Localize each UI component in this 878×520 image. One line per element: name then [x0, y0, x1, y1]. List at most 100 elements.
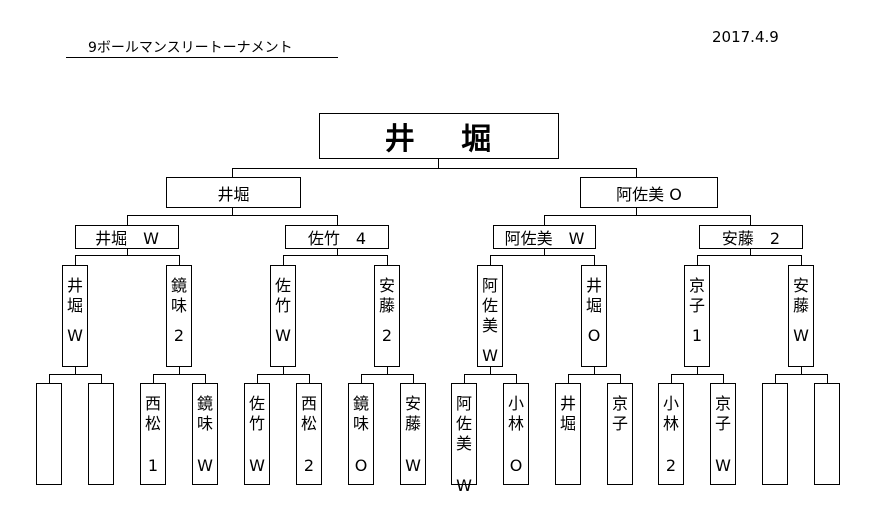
player-name-char: 味 [170, 296, 187, 315]
quarter-label: 井堀 W [95, 229, 159, 248]
round2-entry-2: 鏡味 2 [166, 265, 192, 367]
player-name-char: 竹 [248, 414, 265, 433]
match-result: W [275, 326, 291, 345]
player-name-char: 味 [352, 414, 369, 433]
player-name-char: 安 [378, 276, 395, 295]
match-result: O [587, 326, 601, 345]
tournament-date: 2017.4.9 [712, 28, 779, 46]
round1-entry-5: 佐竹 W [244, 383, 270, 485]
player-name-char: 京 [688, 276, 705, 295]
semi-label: 井堀 [217, 184, 250, 204]
quarter-label: 安藤 2 [721, 229, 781, 248]
champion-name: 井 堀 [384, 122, 494, 157]
player-name-char: 西 [144, 394, 161, 413]
player-name-char: 井 [559, 394, 576, 413]
player-name-char: 佐 [248, 394, 265, 413]
round2-entry-4: 安藤 2 [374, 265, 400, 367]
player-name-char: 藤 [404, 414, 421, 433]
champion-box: 井 堀 [319, 113, 559, 159]
round2-entry-7: 京子 1 [684, 265, 710, 367]
player-name-char: 子 [611, 414, 628, 433]
player-name-char: 鏡 [170, 276, 187, 295]
player-name-char: 子 [688, 296, 705, 315]
player-name-char: 佐 [455, 414, 472, 433]
match-result: W [67, 326, 83, 345]
round1-entry-7: 鏡味 O [348, 383, 374, 485]
match-result: W [405, 456, 421, 475]
player-name-char: 堀 [66, 296, 83, 315]
match-result: W [456, 476, 472, 495]
player-name-char: 佐 [481, 296, 498, 315]
match-result: 2 [665, 456, 677, 475]
player-name-char: 安 [792, 276, 809, 295]
player-name-char: 林 [507, 414, 524, 433]
quarter-box-4: 安藤 2 [699, 225, 803, 249]
title-underline [66, 57, 338, 58]
match-result: 1 [147, 456, 159, 475]
quarter-label: 阿佐美 W [504, 229, 585, 248]
round1-entry-9: 阿佐美 W [451, 383, 477, 495]
player-name-char: 安 [404, 394, 421, 413]
match-result: 2 [173, 326, 185, 345]
round1-entry-13: 小林 2 [658, 383, 684, 485]
player-name-char: 藤 [792, 296, 809, 315]
player-name-char: 松 [300, 414, 317, 433]
match-result: W [249, 456, 265, 475]
quarter-box-2: 佐竹 4 [285, 225, 389, 249]
player-name-char: 林 [662, 414, 679, 433]
player-name-char: 堀 [559, 414, 576, 433]
player-name-char: 佐 [274, 276, 291, 295]
match-result: 2 [381, 326, 393, 345]
player-name-char: 子 [714, 414, 731, 433]
quarter-box-1: 井堀 W [75, 225, 179, 249]
player-name-char: 京 [714, 394, 731, 413]
tournament-title: 9ボールマンスリートーナメント [88, 40, 293, 56]
round1-entry-2 [88, 383, 114, 485]
player-name-char: 京 [611, 394, 628, 413]
player-name-char: 美 [481, 316, 498, 335]
round1-entry-16 [814, 383, 840, 485]
round1-entry-15 [762, 383, 788, 485]
round1-entry-10: 小林 O [503, 383, 529, 485]
player-name-char: 松 [144, 414, 161, 433]
player-name-char: 小 [662, 394, 679, 413]
quarter-box-3: 阿佐美 W [493, 225, 596, 249]
match-result: W [715, 456, 731, 475]
round1-entry-11: 井堀 [555, 383, 581, 485]
round1-entry-1 [36, 383, 62, 485]
round1-entry-12: 京子 [607, 383, 633, 485]
round1-entry-14: 京子 W [710, 383, 736, 485]
semi-box-right: 阿佐美 O [580, 177, 718, 208]
player-name-char: 鏡 [352, 394, 369, 413]
match-result: O [354, 456, 368, 475]
semi-label: 阿佐美 O [616, 184, 682, 204]
player-name-char: 阿 [455, 394, 472, 413]
player-name-char: 西 [300, 394, 317, 413]
match-result: W [197, 456, 213, 475]
player-name-char: 井 [66, 276, 83, 295]
match-result: 1 [691, 326, 703, 345]
match-result: 2 [303, 456, 315, 475]
player-name-char: 味 [196, 414, 213, 433]
semi-box-left: 井堀 [166, 177, 301, 208]
player-name-char: 鏡 [196, 394, 213, 413]
quarter-label: 佐竹 4 [307, 229, 367, 248]
player-name-char: 藤 [378, 296, 395, 315]
round1-entry-4: 鏡味 W [192, 383, 218, 485]
player-name-char: 美 [455, 434, 472, 453]
match-result: O [509, 456, 523, 475]
player-name-char: 阿 [481, 276, 498, 295]
player-name-char: 井 [585, 276, 602, 295]
match-result: W [482, 346, 498, 365]
player-name-char: 竹 [274, 296, 291, 315]
player-name-char: 小 [507, 394, 524, 413]
match-result: W [793, 326, 809, 345]
round1-entry-6: 西松 2 [296, 383, 322, 485]
round1-entry-8: 安藤 W [400, 383, 426, 485]
